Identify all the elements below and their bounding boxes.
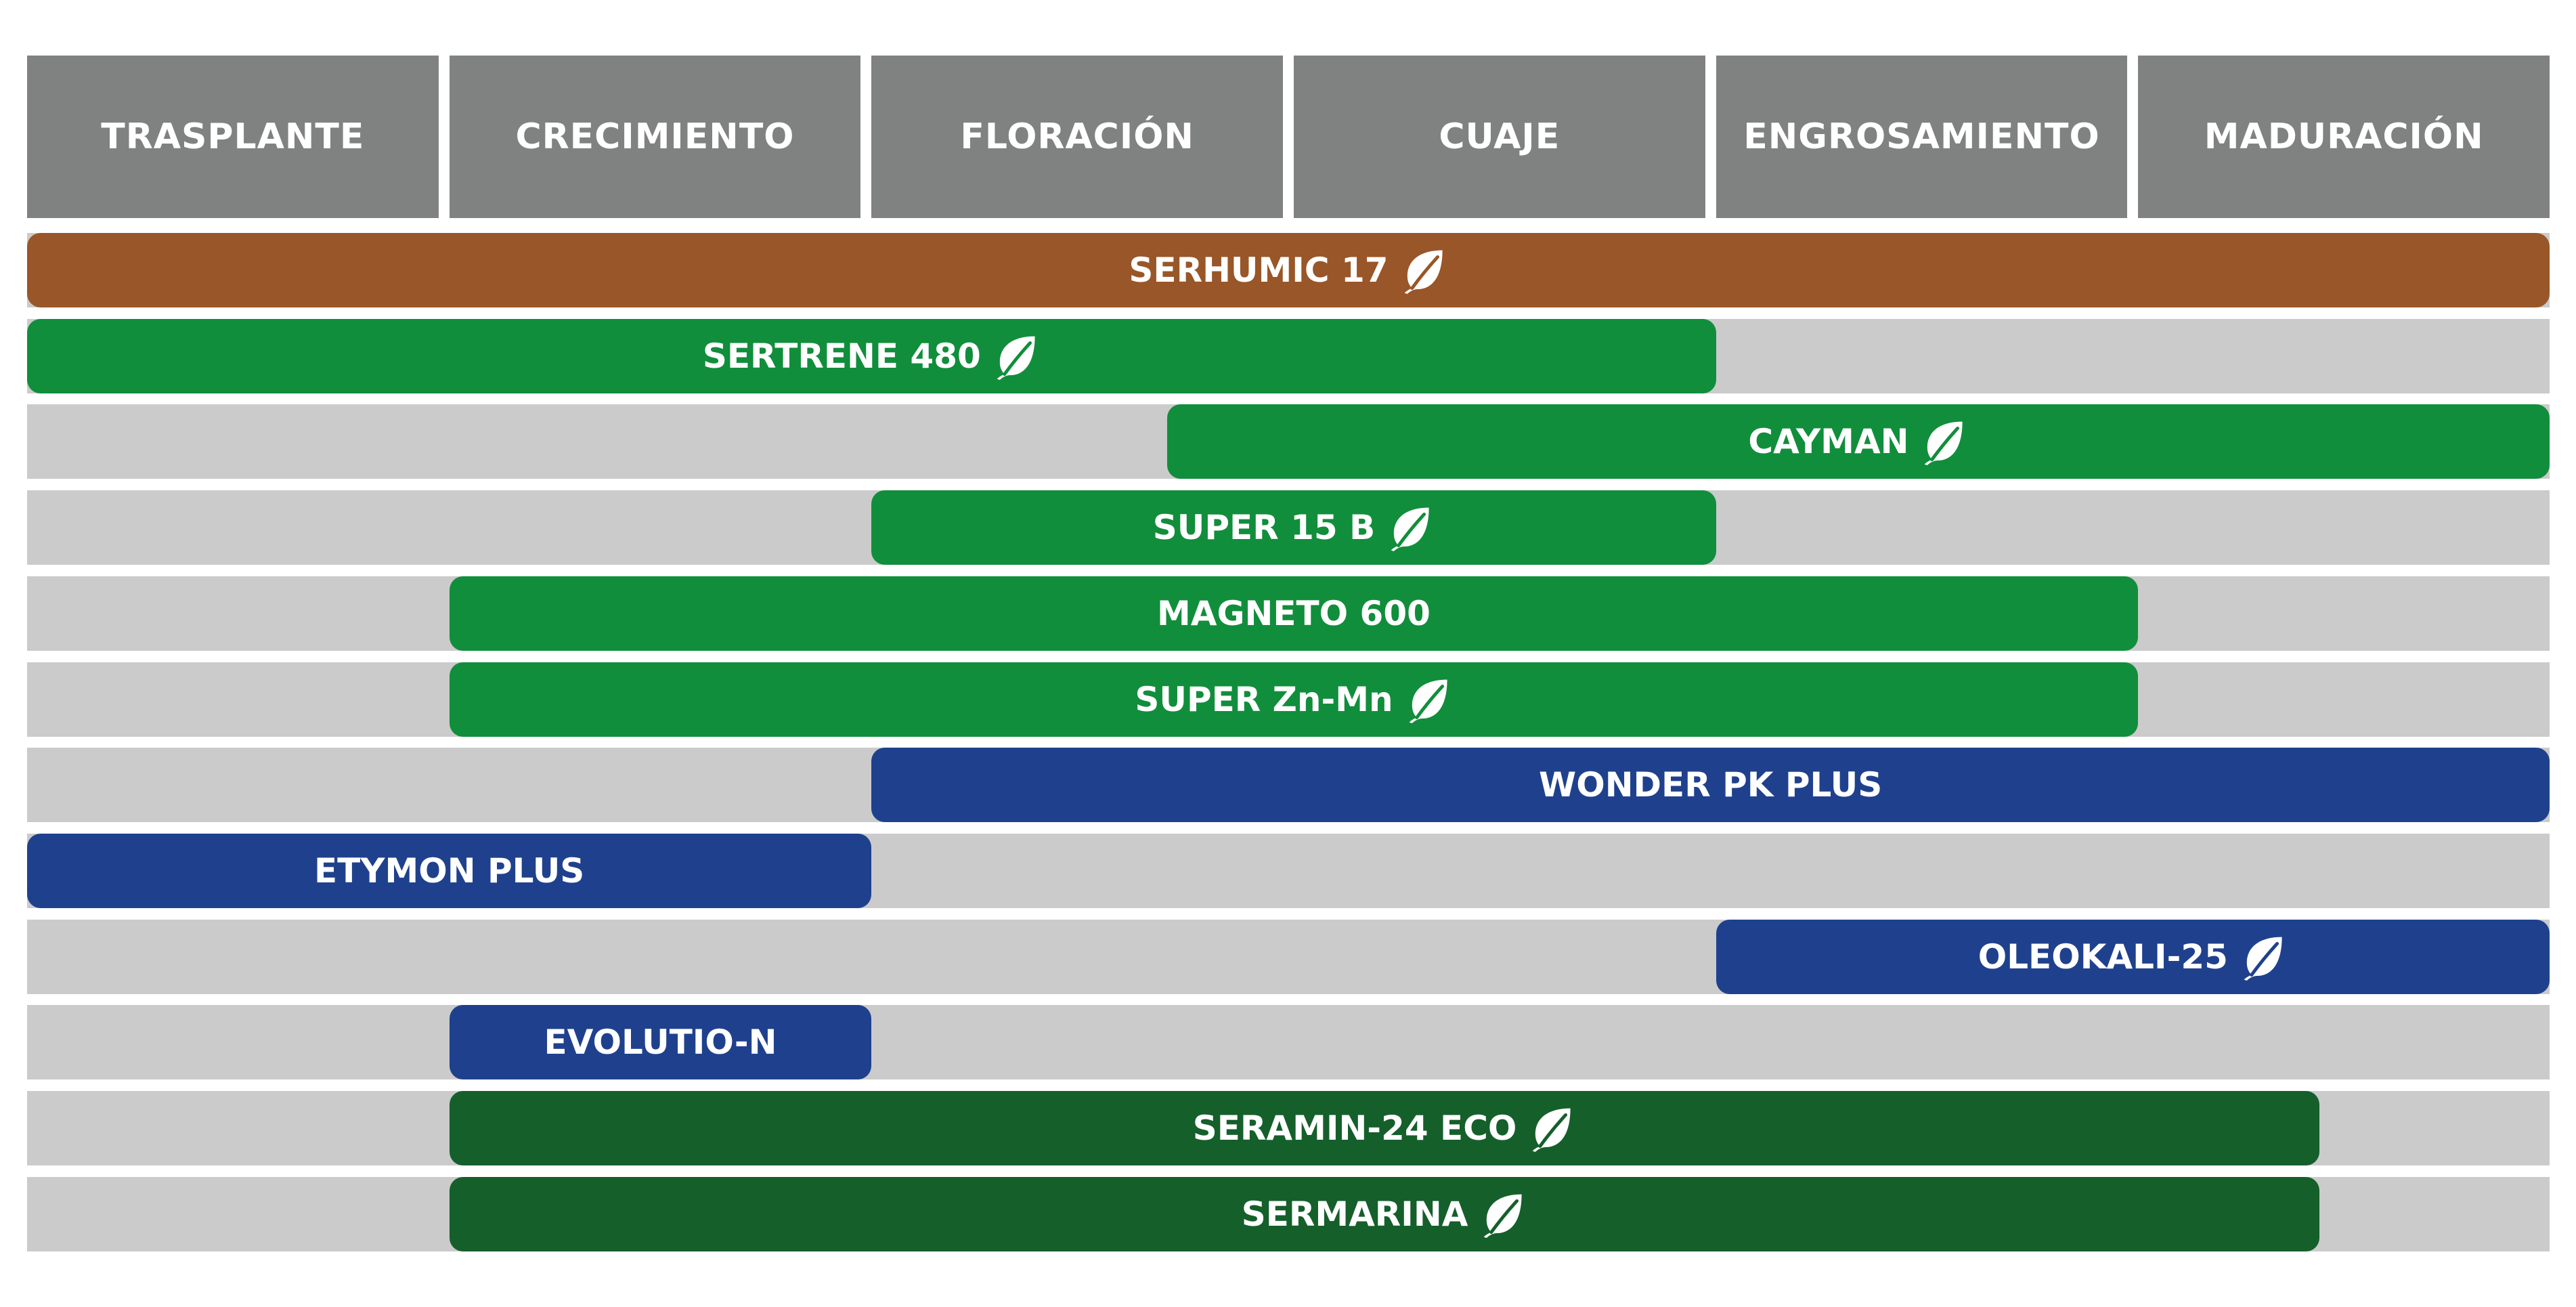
product-bar: SERTRENE 480: [27, 318, 1716, 393]
product-name: SERAMIN-24 ECO: [1192, 1109, 1517, 1148]
product-bar: SUPER 15 B: [871, 490, 1716, 565]
product-bar: SERMARINA: [449, 1176, 2320, 1251]
product-bar: WONDER PK PLUS: [871, 748, 2550, 823]
product-row-track: MAGNETO 600: [27, 576, 2550, 651]
leaf-icon: [2240, 933, 2288, 981]
product-name: CAYMAN: [1748, 422, 1909, 462]
stage-header-1: CRECIMIENTO: [449, 56, 861, 218]
product-row-track: CAYMAN: [27, 404, 2550, 479]
product-bar: CAYMAN: [1166, 404, 2550, 479]
product-name: SERHUMIC 17: [1129, 251, 1389, 290]
product-name: EVOLUTIO-N: [544, 1023, 777, 1063]
product-name: OLEOKALI-25: [1978, 937, 2228, 977]
stage-header-0: TRASPLANTE: [27, 56, 439, 218]
stage-header-4: ENGROSAMIENTO: [1716, 56, 2128, 218]
product-bar: ETYMON PLUS: [27, 833, 872, 908]
stage-header-2: FLORACIÓN: [871, 56, 1283, 218]
product-bar: SERAMIN-24 ECO: [449, 1091, 2320, 1165]
product-name: MAGNETO 600: [1157, 593, 1431, 633]
leaf-icon: [1405, 676, 1453, 723]
product-bar: SUPER Zn-Mn: [449, 662, 2139, 737]
leaf-icon: [1387, 504, 1435, 552]
product-row-track: SERMARINA: [27, 1176, 2550, 1251]
product-row-track: ETYMON PLUS: [27, 833, 2550, 908]
product-bar: SERHUMIC 17: [27, 233, 2550, 307]
leaf-icon: [1529, 1105, 1576, 1152]
leaf-icon: [1480, 1191, 1527, 1238]
leaf-icon: [1401, 247, 1448, 294]
product-name: ETYMON PLUS: [314, 851, 585, 891]
product-row-track: WONDER PK PLUS: [27, 748, 2550, 823]
stage-header-5: MADURACIÓN: [2138, 56, 2550, 218]
product-row-track: OLEOKALI-25: [27, 919, 2550, 994]
product-row-track: SERAMIN-24 ECO: [27, 1091, 2550, 1165]
product-row-track: SUPER 15 B: [27, 490, 2550, 565]
product-row-track: EVOLUTIO-N: [27, 1005, 2550, 1080]
leaf-icon: [993, 333, 1041, 380]
product-name: SERMARINA: [1241, 1194, 1468, 1234]
product-row-track: SERHUMIC 17: [27, 233, 2550, 307]
product-name: SUPER 15 B: [1152, 508, 1376, 548]
product-row-track: SUPER Zn-Mn: [27, 662, 2550, 737]
product-name: SUPER Zn-Mn: [1135, 679, 1393, 719]
product-bar: EVOLUTIO-N: [449, 1005, 872, 1080]
product-name: WONDER PK PLUS: [1539, 765, 1883, 805]
stage-header-3: CUAJE: [1294, 56, 1705, 218]
product-name: SERTRENE 480: [702, 336, 981, 376]
leaf-icon: [1921, 418, 1968, 466]
product-bar: MAGNETO 600: [449, 576, 2139, 651]
product-row-track: SERTRENE 480: [27, 318, 2550, 393]
product-bar: OLEOKALI-25: [1716, 919, 2550, 994]
